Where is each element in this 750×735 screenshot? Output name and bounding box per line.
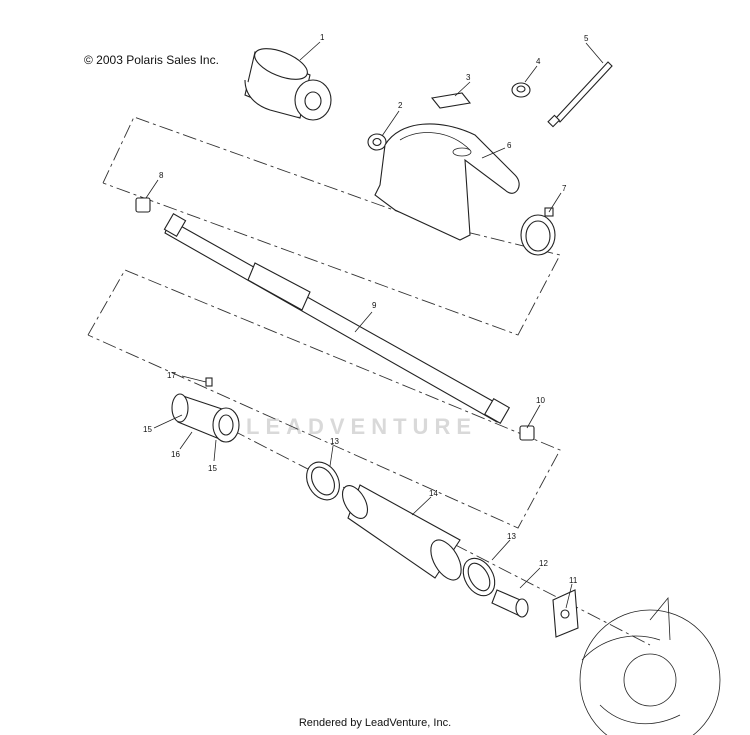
part-hose-clamp-13a <box>306 461 340 501</box>
callout-13a: 13 <box>330 437 339 446</box>
part-coupler-15-16 <box>171 377 240 443</box>
callout-17: 17 <box>167 371 176 380</box>
callout-5: 5 <box>584 34 589 43</box>
part-nut-4 <box>511 82 531 98</box>
part-fitting-10 <box>519 425 535 441</box>
callout-6: 6 <box>507 141 512 150</box>
callout-12: 12 <box>539 559 548 568</box>
callout-11: 11 <box>569 576 578 585</box>
part-roller-1 <box>244 48 332 121</box>
footer-text: Rendered by LeadVenture, Inc. <box>298 717 452 729</box>
part-hose-clamp-13b <box>462 557 496 597</box>
part-shaft-9 <box>163 212 511 425</box>
callout-15a: 15 <box>143 425 152 434</box>
callout-13b: 13 <box>507 532 516 541</box>
copyright-text: © 2003 Polaris Sales Inc. <box>84 53 219 67</box>
callout-7: 7 <box>562 184 567 193</box>
callout-1: 1 <box>320 33 325 42</box>
part-bracket-11 <box>552 589 579 638</box>
callout-4: 4 <box>536 57 541 66</box>
impeller-housing <box>579 596 721 735</box>
part-tube-14 <box>341 484 462 581</box>
callout-15b: 15 <box>208 464 217 473</box>
upper-dash-frame <box>102 116 561 336</box>
part-fitting-12 <box>491 589 529 618</box>
part-clamp-7 <box>520 207 556 256</box>
watermark-text: LEADVENTURE <box>246 414 478 439</box>
callout-16: 16 <box>171 450 180 459</box>
leader-lines <box>145 41 604 609</box>
callout-8: 8 <box>159 171 164 180</box>
part-seal-2 <box>367 133 387 151</box>
callout-3: 3 <box>466 73 471 82</box>
callout-2: 2 <box>398 101 403 110</box>
part-rod-5 <box>547 61 613 128</box>
callout-9: 9 <box>372 301 377 310</box>
callout-10: 10 <box>536 396 545 405</box>
lower-dash-frame <box>87 269 561 529</box>
part-fitting-8 <box>135 197 151 213</box>
part-decal-3 <box>430 92 472 109</box>
part-shield-6 <box>374 123 520 241</box>
callout-14: 14 <box>429 489 438 498</box>
